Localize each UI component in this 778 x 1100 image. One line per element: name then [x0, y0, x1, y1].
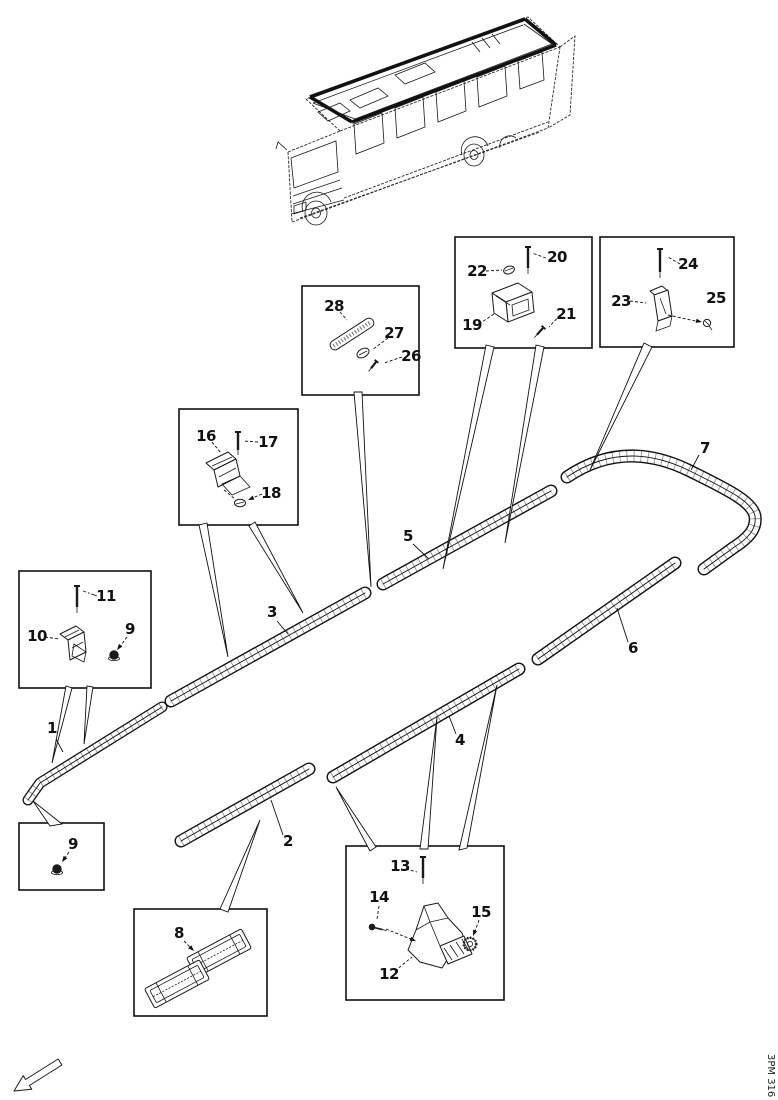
callout-5: 5: [403, 527, 413, 545]
detail-box-part-9: [18, 822, 105, 891]
callout-19: 19: [462, 316, 482, 334]
callout-28: 28: [324, 297, 344, 315]
callout-17: 17: [258, 433, 278, 451]
callout-20: 20: [547, 248, 567, 266]
part-16-bracket: [205, 451, 251, 496]
callout-18: 18: [261, 484, 281, 502]
callout-1: 1: [47, 719, 57, 737]
part-14-bolt: [368, 923, 387, 932]
part-17-screw: [235, 431, 241, 455]
part-15-grommet: [462, 936, 478, 952]
part-9-push-pin-lower: [51, 864, 63, 876]
callout-25: 25: [706, 289, 726, 307]
callout-4: 4: [455, 731, 465, 749]
part-22-nut: [503, 265, 515, 275]
part-27-clip: [356, 347, 370, 359]
part-10-bracket: [59, 625, 87, 663]
callout-3: 3: [267, 603, 277, 621]
callout-7: 7: [700, 439, 710, 457]
molding-strip-6: [538, 563, 675, 659]
part-11-screw: [74, 585, 80, 613]
callout-24: 24: [678, 255, 698, 273]
part-18-nut: [234, 498, 246, 508]
molding-strip-7: [567, 456, 755, 569]
part-28-molding-pad: [329, 317, 375, 351]
callout-2: 2: [283, 832, 293, 850]
molding-strip-4: [333, 669, 519, 777]
direction-arrow-icon: [13, 1058, 63, 1092]
callout-6: 6: [628, 639, 638, 657]
part-20-screw: [525, 246, 531, 274]
callout-15: 15: [471, 903, 491, 921]
part-23-bracket: [649, 285, 673, 332]
callout-16: 16: [196, 427, 216, 445]
callout-10: 10: [27, 627, 47, 645]
callout-labels: 1 2 3 4 5 6 7 8 9 9 10 11 12 13 14 15 16…: [27, 248, 726, 983]
part-24-screw: [657, 248, 663, 278]
callout-12: 12: [379, 965, 399, 983]
callout-23: 23: [611, 292, 631, 310]
part-21-screw: [534, 324, 547, 338]
page-code: 3PM 316: [765, 1054, 776, 1097]
part-8-retainer-blocks: [144, 928, 252, 1009]
callout-9-upper: 9: [125, 620, 135, 638]
detail-box-parts-9-11: [18, 570, 152, 689]
callout-21: 21: [556, 305, 576, 323]
part-19-lamp-housing: [491, 282, 535, 323]
callout-14: 14: [369, 888, 389, 906]
callout-9-lower: 9: [68, 835, 78, 853]
part-26-screw: [368, 359, 379, 372]
leader-wedges: [32, 342, 653, 913]
vehicle-isometric-view: [275, 16, 576, 226]
callout-26: 26: [401, 347, 421, 365]
callout-22: 22: [467, 262, 487, 280]
molding-strip-2: [181, 769, 309, 841]
callout-8: 8: [174, 924, 184, 942]
strip-callout-leaders: [55, 454, 700, 836]
detail-box-parts-26-28: [301, 285, 420, 396]
callout-13: 13: [390, 857, 410, 875]
part-13-screw: [420, 856, 426, 884]
callout-27: 27: [384, 324, 404, 342]
part-25-fastener: [702, 318, 713, 331]
callout-11: 11: [96, 587, 116, 605]
